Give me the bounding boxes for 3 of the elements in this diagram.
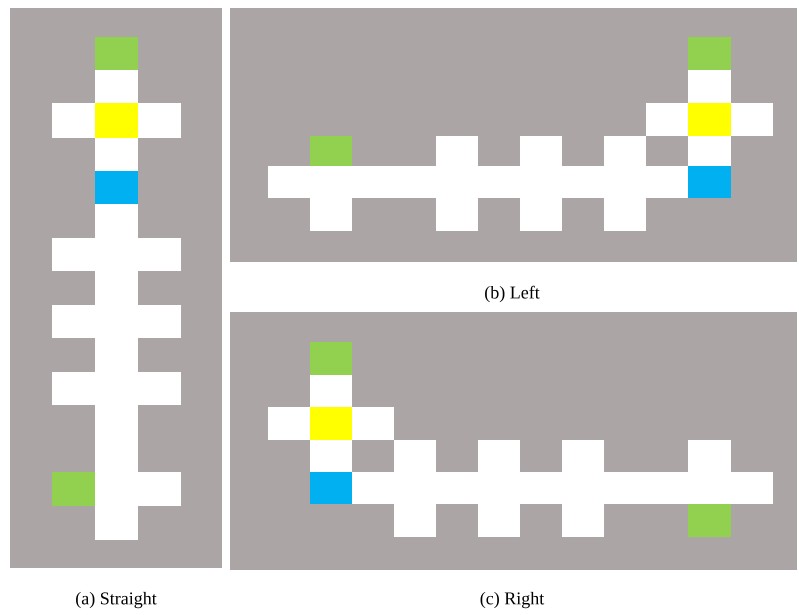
caption: (b) Left xyxy=(485,286,540,302)
caption: (c) Right xyxy=(480,592,544,608)
caption: (a) Straight xyxy=(76,592,157,608)
